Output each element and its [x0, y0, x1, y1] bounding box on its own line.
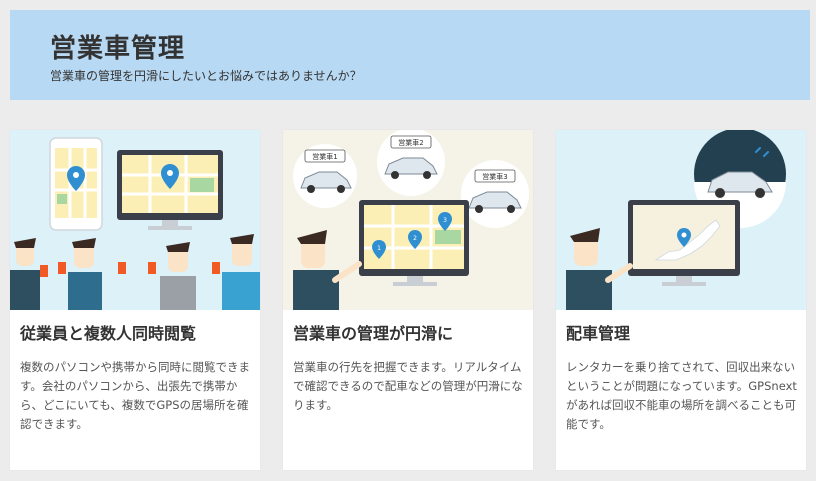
car-label: 営業車2 [398, 138, 423, 147]
card-description: 営業車の行先を把握できます。リアルタイムで確認できるので配車などの管理が円滑にな… [293, 360, 523, 412]
car-bubble: 営業車3 [461, 160, 529, 228]
car-icon [468, 191, 522, 213]
card-description: 複数のパソコンや携帯から同時に閲覧できます。会社のパソコンから、出張先で携帯から… [20, 360, 250, 431]
svg-text:3: 3 [443, 217, 447, 224]
person-icon [58, 238, 126, 310]
monitor-icon [117, 150, 223, 230]
car-label: 営業車3 [482, 172, 507, 181]
card-title: 配車管理 [566, 324, 631, 343]
car-label: 営業車1 [312, 152, 337, 161]
map-pin-icon: 1 [372, 240, 386, 259]
car-icon [384, 157, 438, 179]
map-pin-icon [67, 166, 85, 191]
feature-card-dispatch-management: 配車管理 レンタカーを乗り捨てされて、回収出来ないということが問題になっています… [556, 130, 806, 470]
car-icon [300, 171, 352, 193]
card-title: 従業員と複数人同時閲覧 [20, 324, 197, 343]
map-pin-icon: 2 [408, 230, 422, 249]
map-pin-icon: 3 [438, 212, 452, 231]
card-title: 営業車の管理が円滑に [293, 324, 454, 343]
feature-card-smooth-management: 営業車1 営業車2 営業車3 [283, 130, 533, 470]
car-icon [707, 171, 773, 198]
smooth-management-illustration: 営業車1 営業車2 営業車3 [283, 130, 533, 310]
car-bubble: 営業車2 [377, 130, 445, 196]
page-subtitle: 営業車の管理を円滑にしたいとお悩みではありませんか？ [50, 69, 362, 83]
map-pin-icon [161, 164, 179, 189]
feature-card-simultaneous-viewing: 従業員と複数人同時閲覧 複数のパソコンや携帯から同時に閲覧できます。会社のパソコ… [10, 130, 260, 470]
car-bubble: 営業車1 [293, 144, 357, 208]
simultaneous-viewing-illustration [10, 130, 260, 310]
svg-text:2: 2 [413, 235, 417, 242]
dispatch-management-illustration [556, 130, 806, 310]
page-title: 営業車管理 [50, 34, 186, 64]
person-icon [10, 238, 48, 310]
person-icon [566, 228, 633, 310]
map-pin-icon [677, 228, 691, 247]
header-banner: 営業車管理 営業車の管理を円滑にしたいとお悩みではありませんか？ [10, 10, 810, 100]
person-icon [212, 234, 260, 310]
card-description: レンタカーを乗り捨てされて、回収出来ないということが問題になっています。GPSn… [566, 360, 797, 431]
person-icon [148, 242, 196, 310]
svg-text:1: 1 [377, 245, 381, 252]
person-icon [293, 230, 362, 310]
